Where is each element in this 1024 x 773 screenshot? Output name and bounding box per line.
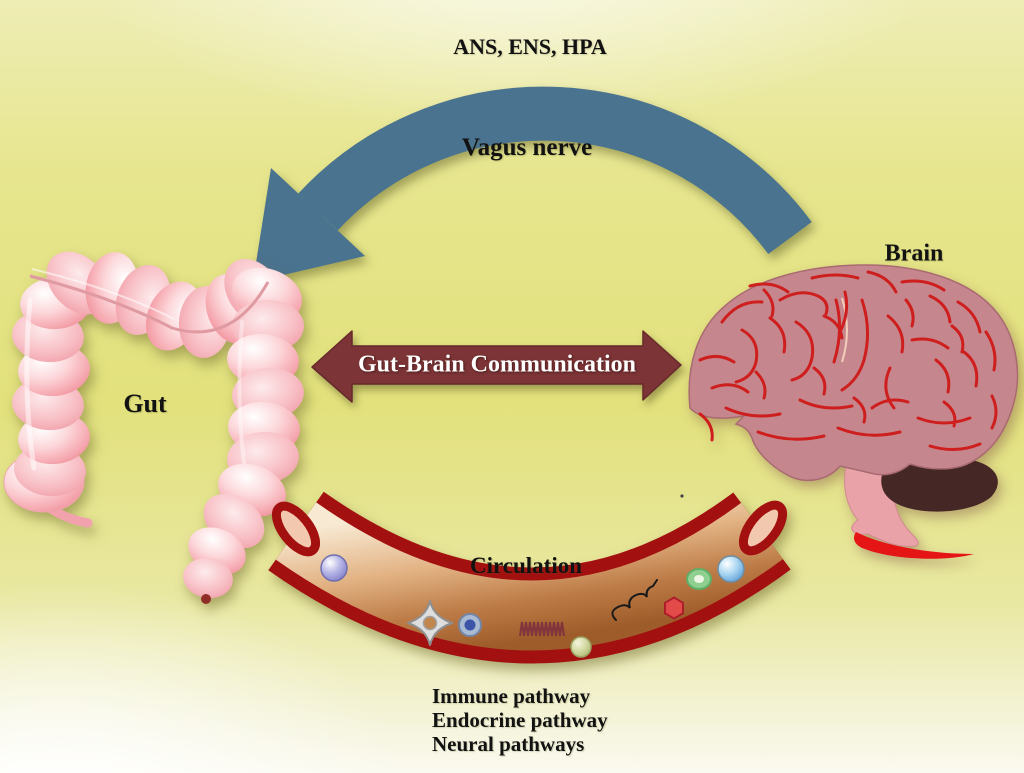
vagus-nerve-label: Vagus nerve xyxy=(461,134,593,161)
red-streak xyxy=(854,532,974,559)
pathway-neural: Neural pathways xyxy=(432,732,585,756)
ans-ens-hpa-label: ANS, ENS, HPA xyxy=(453,34,607,59)
colon-highlight xyxy=(31,268,175,320)
red-hexagon-cell xyxy=(664,596,684,620)
arc-arrowhead-icon xyxy=(253,168,365,282)
cytokine-comb-icon xyxy=(519,621,565,637)
gut-illustration xyxy=(3,251,304,604)
colon-highlight xyxy=(237,320,246,464)
gut-brain-arrow xyxy=(311,330,682,403)
vagus-arc-shape xyxy=(298,86,812,255)
circulation-label: Circulation xyxy=(469,553,583,578)
stray-dot xyxy=(680,494,684,498)
blue-sphere-cell xyxy=(717,555,745,583)
pathways-list: Immune pathway Endocrine pathway Neural … xyxy=(432,684,608,756)
green-torus-hole xyxy=(694,575,704,583)
circulation-vessel xyxy=(268,491,791,664)
pathway-immune: Immune pathway xyxy=(432,684,591,708)
vessel-opening-right xyxy=(738,500,788,556)
bidirectional-arrow-shape xyxy=(311,330,682,403)
vagus-nerve-arc xyxy=(253,86,812,282)
colon-fold-line xyxy=(29,274,270,334)
cerebellum xyxy=(881,455,998,512)
olive-sphere-cell xyxy=(570,636,592,658)
gut-brain-communication-label: Gut-Brain Communication xyxy=(357,351,637,378)
gut-label: Gut xyxy=(123,389,167,418)
brain-gyri-lines xyxy=(698,270,998,451)
brain-label: Brain xyxy=(884,240,944,267)
platelet-star-hole xyxy=(422,615,438,631)
rectum-dot xyxy=(201,594,211,604)
dna-squiggle-icon xyxy=(611,579,658,621)
colon-segment xyxy=(183,557,233,599)
central-sulcus-highlight xyxy=(841,297,848,363)
vessel-opening-left xyxy=(271,501,321,557)
brain-illustration xyxy=(688,264,1019,559)
colon-highlight xyxy=(24,297,37,471)
cell-nucleus xyxy=(464,619,476,631)
pathway-endocrine: Endocrine pathway xyxy=(432,708,608,732)
violet-sphere-cell xyxy=(320,554,348,582)
